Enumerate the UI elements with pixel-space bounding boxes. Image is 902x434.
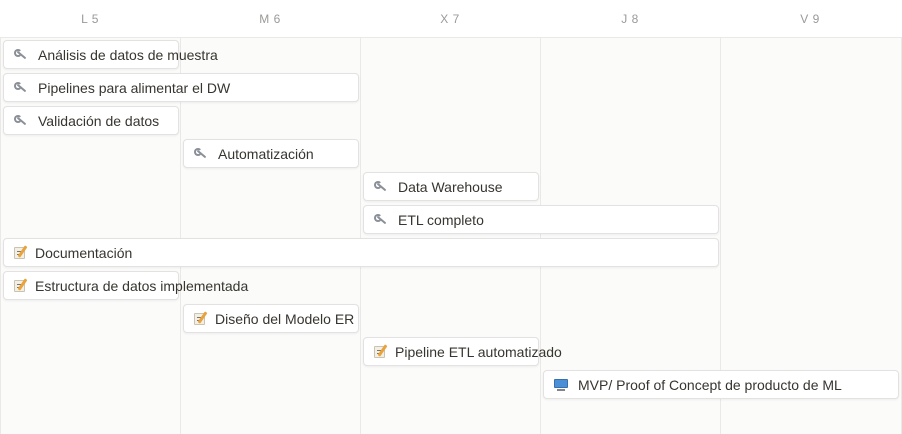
timeline-header: L 5 M 6 X 7 J 8 V 9	[0, 0, 902, 38]
day-header-thu: J 8	[621, 12, 639, 26]
memo-icon	[374, 345, 385, 358]
day-column-mon	[0, 38, 180, 434]
day-column-thu	[540, 38, 720, 434]
computer-icon	[554, 378, 568, 392]
wrench-icon	[374, 180, 388, 194]
task-card[interactable]: Automatización	[183, 139, 359, 168]
task-label: Validación de datos	[38, 112, 160, 129]
day-column-tue	[180, 38, 360, 434]
task-label: Automatización	[218, 145, 314, 162]
task-card[interactable]: Estructura de datos implementada	[3, 271, 248, 300]
task-card[interactable]: ETL completo	[363, 205, 719, 234]
task-card[interactable]: Documentación	[3, 238, 719, 267]
task-card[interactable]: Pipeline ETL automatizado	[363, 337, 562, 366]
task-label: Pipelines para alimentar el DW	[38, 79, 231, 96]
task-card[interactable]: Validación de datos	[3, 106, 179, 135]
wrench-icon	[374, 213, 388, 227]
day-column-fri	[720, 38, 902, 434]
memo-icon	[14, 279, 25, 292]
task-card[interactable]: Análisis de datos de muestra	[3, 40, 218, 69]
task-card[interactable]: Diseño del Modelo ER	[183, 304, 359, 333]
task-label: Data Warehouse	[398, 178, 503, 195]
task-card[interactable]: Pipelines para alimentar el DW	[3, 73, 359, 102]
day-header-tue: M 6	[259, 12, 281, 26]
wrench-icon	[14, 81, 28, 95]
timeline-grid: Análisis de datos de muestra Pipelines p…	[0, 38, 902, 434]
task-card[interactable]: Data Warehouse	[363, 172, 539, 201]
memo-icon	[194, 312, 205, 325]
memo-icon	[14, 246, 25, 259]
wrench-icon	[14, 48, 28, 62]
day-column-wed	[360, 38, 540, 434]
task-label: Diseño del Modelo ER	[215, 310, 355, 327]
wrench-icon	[14, 114, 28, 128]
task-label: Estructura de datos implementada	[35, 277, 249, 294]
day-header-wed: X 7	[440, 12, 460, 26]
day-header-mon: L 5	[81, 12, 99, 26]
task-label: Análisis de datos de muestra	[38, 46, 218, 63]
wrench-icon	[194, 147, 208, 161]
task-label: Pipeline ETL automatizado	[395, 343, 562, 360]
task-card[interactable]: MVP/ Proof of Concept de producto de ML	[543, 370, 899, 399]
task-label: Documentación	[35, 244, 133, 261]
task-label: ETL completo	[398, 211, 484, 228]
day-header-fri: V 9	[800, 12, 820, 26]
task-label: MVP/ Proof of Concept de producto de ML	[578, 376, 842, 393]
